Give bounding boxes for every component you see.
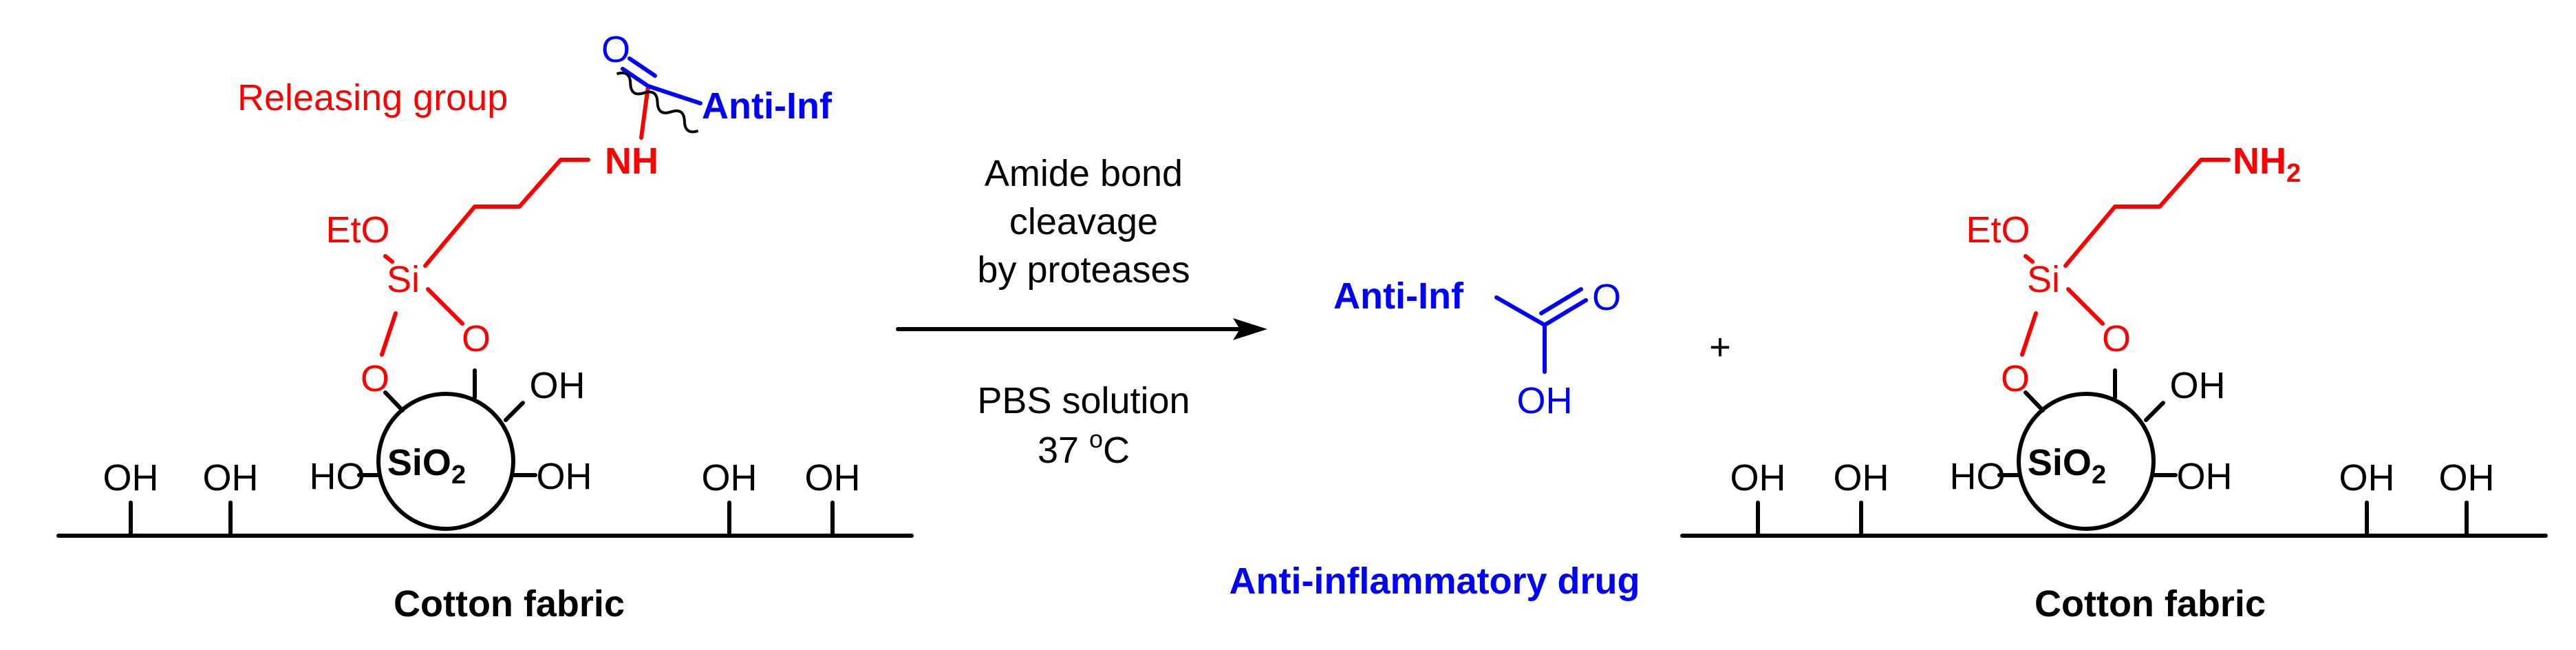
right-si-o-bond	[2024, 254, 2035, 264]
right-fabric-oh-1: OH	[1730, 457, 1786, 499]
left-o2-si-bond	[426, 287, 464, 326]
product-carbonyl-o: O	[1592, 277, 1621, 318]
left-eto: EtO	[325, 209, 389, 251]
releasing-group-label: Releasing group	[237, 77, 508, 118]
right-o1-si-bond	[2020, 311, 2038, 357]
left-sio2-label: SiO2	[387, 442, 466, 490]
left-drug-label: Anti-Inf	[702, 85, 833, 127]
right-particle-ho: HO	[1950, 456, 2006, 497]
left-carbonyl-bond-2	[627, 56, 657, 78]
arrow-condition-above-1: Amide bond	[985, 153, 1183, 194]
right-particle-oh-right: OH	[2177, 456, 2233, 497]
left-particle-oh-top: OH	[530, 365, 586, 406]
product-drug-c-bond	[1494, 295, 1547, 327]
left-particle-to-o1	[383, 390, 405, 412]
cleavage-wavy-line	[616, 71, 699, 134]
right-amine-fabric: OH OH OH OH SiO2 HO OH OH O O Si EtO NH2…	[1680, 140, 2548, 625]
left-particle-oh-right: OH	[537, 456, 592, 497]
left-fabric-oh-4: OH	[805, 457, 861, 499]
left-si-o-bond	[383, 254, 394, 264]
arrow-condition-below-2: 37 oC	[1038, 425, 1130, 471]
right-amine: NH2	[2233, 140, 2301, 188]
left-o-1: O	[361, 358, 389, 399]
released-drug: Anti-Inf O OH Anti-inflammatory drug	[1229, 275, 1640, 602]
right-fabric-oh-4: OH	[2439, 457, 2495, 499]
left-carbonyl-o: O	[601, 29, 630, 70]
left-nh-carbonyl-bond	[639, 84, 650, 140]
right-propyl-chain	[2063, 158, 2231, 268]
left-fabric-oh-2: OH	[203, 457, 259, 499]
arrow-condition-above-3: by proteases	[977, 249, 1190, 291]
left-sio2-particle	[376, 392, 515, 531]
right-eto: EtO	[1966, 209, 2030, 251]
right-substrate-label: Cotton fabric	[2035, 583, 2266, 625]
left-amide-nh: NH	[605, 140, 658, 182]
left-carbonyl-bond-1	[621, 67, 650, 88]
right-fabric-oh-2: OH	[1834, 457, 1889, 499]
left-o-2: O	[462, 318, 491, 359]
left-particle-ho: HO	[310, 456, 365, 497]
product-c-o-double-1	[1543, 298, 1588, 327]
arrow-condition-above-2: cleavage	[1009, 201, 1158, 242]
left-particle-bond-top	[504, 401, 525, 422]
right-sio2-label: SiO2	[2028, 442, 2106, 490]
reaction-arrow-head	[1233, 318, 1267, 340]
product-caption: Anti-inflammatory drug	[1229, 560, 1640, 602]
right-fabric-oh-3: OH	[2339, 457, 2395, 499]
right-o-2: O	[2102, 318, 2131, 359]
reaction-arrow-group: Amide bond cleavage by proteases PBS sol…	[896, 153, 1267, 471]
left-fabric-oh-3: OH	[702, 457, 758, 499]
left-propyl-chain	[423, 158, 590, 268]
left-o1-si-bond	[380, 311, 398, 357]
right-si: Si	[2027, 259, 2060, 300]
product-oh: OH	[1517, 380, 1573, 421]
right-particle-bond-top	[2144, 401, 2165, 422]
product-drug-label: Anti-Inf	[1333, 275, 1464, 317]
left-substrate-label: Cotton fabric	[394, 583, 625, 625]
arrow-condition-below-1: PBS solution	[977, 380, 1190, 421]
left-carbonyl-drug-bond	[646, 84, 702, 105]
right-sio2-particle	[2017, 392, 2156, 531]
right-particle-to-o1	[2024, 390, 2045, 412]
right-o2-si-bond	[2066, 287, 2105, 326]
plus-sign: +	[1709, 326, 1731, 368]
left-fabric-oh-1: OH	[103, 457, 159, 499]
left-functionalized-fabric: OH OH OH OH SiO2 HO OH OH O O Si EtO NH …	[56, 29, 914, 625]
right-o-1: O	[2001, 358, 2030, 399]
product-c-o-double-2	[1539, 287, 1583, 315]
right-particle-oh-top: OH	[2170, 365, 2226, 406]
left-si: Si	[387, 259, 420, 300]
